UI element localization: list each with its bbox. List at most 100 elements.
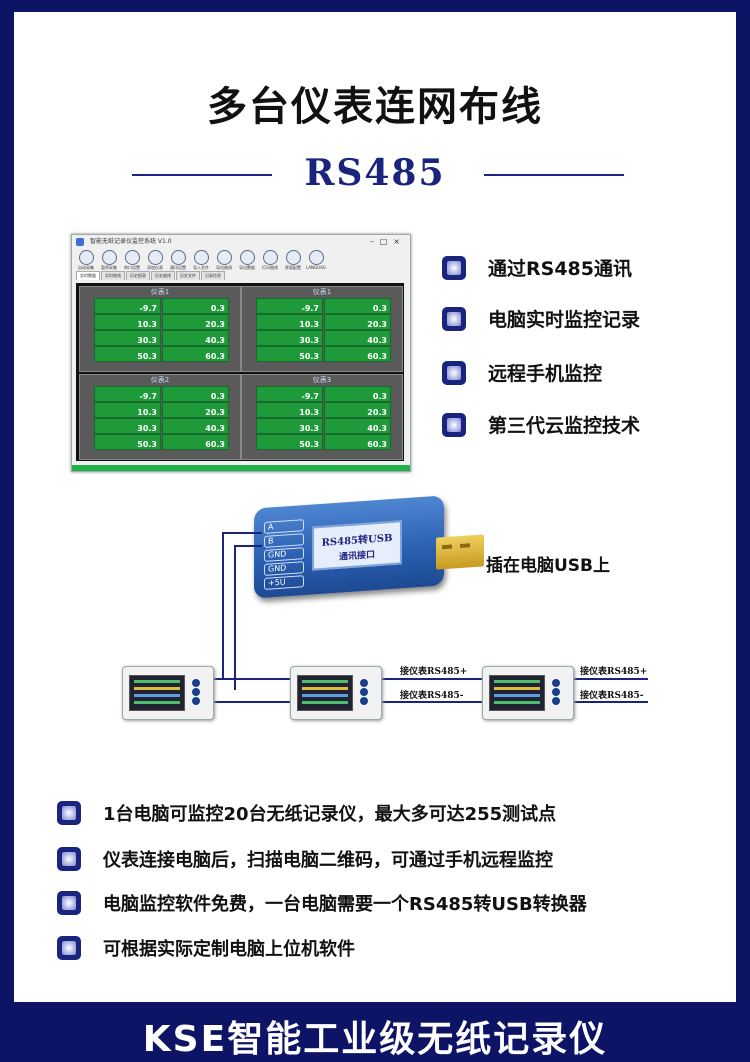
toolbar-button[interactable]: 导出数据 (237, 249, 257, 271)
software-tab[interactable]: 历史报表 (126, 271, 150, 280)
rs485-plus-label: 接仪表RS485+ (400, 667, 468, 677)
toolbar-label: 导出曲线 (216, 265, 232, 270)
converter-label-plate: RS485转USB 通讯接口 (312, 520, 402, 571)
bus-line-plus (208, 678, 648, 680)
channel-cell: 50.3 (94, 346, 161, 362)
channel-cell: 30.3 (94, 418, 161, 434)
toolbar-button[interactable]: 打印曲线 (260, 249, 280, 271)
meter-panel-title: 仪表1 (312, 288, 332, 296)
toolbar-button[interactable]: 自动采集 (76, 249, 96, 271)
channel-value: 30.3 (299, 424, 319, 433)
wire-b-vertical (234, 545, 236, 690)
toolbar-button[interactable]: 串口设置 (122, 249, 142, 271)
bullet-icon (57, 891, 81, 915)
bullet-icon (57, 801, 81, 825)
channel-value: 0.3 (372, 304, 387, 313)
terminal-pin: B (264, 533, 304, 548)
bullet-icon (442, 306, 466, 331)
toolbar-button[interactable]: 添加仪表 (145, 249, 165, 271)
channel-cell: 40.3 (324, 330, 391, 346)
channel-cell: 0.3 (162, 298, 229, 314)
channel-cell: 10.3 (256, 402, 323, 418)
bus-line-minus (208, 701, 648, 703)
toolbar-button[interactable]: 暂停采集 (99, 249, 119, 271)
toolbar-button[interactable]: 通讯设置 (168, 249, 188, 271)
software-tab[interactable]: 历史曲线 (151, 271, 175, 280)
toolbar-icon (193, 250, 209, 265)
note-text: 可根据实际定制电脑上位机软件 (103, 939, 355, 960)
terminal-pin: GND (264, 547, 304, 562)
recorder-meter-1 (122, 666, 214, 720)
footer-banner: KSE智能工业级无纸记录仪 (142, 1019, 608, 1060)
rs485-minus-label: 接仪表RS485- (580, 691, 644, 701)
toolbar-label: 添加仪表 (147, 265, 163, 270)
toolbar-button[interactable]: 导出曲线 (214, 249, 234, 271)
software-tab[interactable]: 实时数据 (76, 271, 100, 280)
feature-item-1: 通过RS485通讯 (442, 254, 632, 281)
bullet-icon (57, 936, 81, 960)
channel-value: 40.3 (205, 424, 225, 433)
channel-value: -9.7 (139, 392, 158, 401)
status-bar (72, 465, 410, 471)
channel-cell: 0.3 (324, 298, 391, 314)
terminal-pin: GND (264, 561, 304, 576)
channel-value: 20.3 (205, 320, 225, 329)
software-title-bar: 智能无纸记录仪监控系统 V1.0 –□× (72, 235, 410, 249)
toolbar-label: 打印曲线 (262, 265, 278, 270)
meter-panel-title: 仪表1 (150, 288, 170, 296)
toolbar-label: LANGUAGE (306, 265, 326, 270)
channel-cell: 60.3 (162, 434, 229, 450)
feature-item-4: 第三代云监控技术 (442, 411, 640, 438)
monitor-software-window: 智能无纸记录仪监控系统 V1.0 –□× 自动采集暂停采集串口设置添加仪表 通讯设… (71, 234, 411, 472)
meter-panel-title: 仪表3 (312, 376, 332, 384)
software-tab[interactable]: 历史文件 (176, 271, 200, 280)
channel-value: 20.3 (205, 408, 225, 417)
rs485-minus-label: 接仪表RS485- (400, 691, 464, 701)
channel-value: 20.3 (367, 320, 387, 329)
page-title: 多台仪表连网布线 (207, 84, 543, 130)
note-item-4: 可根据实际定制电脑上位机软件 (57, 935, 355, 961)
software-tab[interactable]: 实时曲线 (101, 271, 125, 280)
channel-cell: -9.7 (256, 386, 323, 402)
toolbar-button[interactable]: LANGUAGE (306, 249, 326, 270)
note-text: 仪表连接电脑后，扫描电脑二维码，可通过手机远程监控 (103, 850, 553, 871)
channel-cell: 50.3 (256, 346, 323, 362)
channel-cell: -9.7 (94, 298, 161, 314)
channel-cell: 10.3 (94, 314, 161, 330)
channel-value: 10.3 (299, 408, 319, 417)
software-tab[interactable]: 记录信息 (201, 271, 225, 280)
toolbar-button[interactable]: 界面配置 (283, 249, 303, 271)
channel-value: 0.3 (372, 392, 387, 401)
toolbar-icon (285, 250, 301, 265)
window-controls[interactable]: –□× (369, 237, 406, 246)
channel-cell: 30.3 (94, 330, 161, 346)
wire-a-vertical (222, 532, 224, 678)
meter-screen (129, 675, 185, 711)
meter-screen (489, 675, 545, 711)
channel-value: 60.3 (205, 352, 225, 361)
usb-plug-icon (436, 534, 484, 570)
toolbar-button[interactable]: 导入文件 (191, 249, 211, 271)
toolbar-label: 通讯设置 (170, 265, 186, 270)
toolbar-label: 导出数据 (239, 265, 255, 270)
page-subtitle: RS485 (304, 152, 446, 194)
channel-value: 50.3 (137, 440, 157, 449)
toolbar-icon (170, 250, 186, 265)
channel-cell: 10.3 (94, 402, 161, 418)
channel-cell: 60.3 (324, 434, 391, 450)
feature-item-3: 远程手机监控 (442, 359, 602, 386)
channel-cell: 20.3 (162, 314, 229, 330)
channel-value: 0.3 (210, 304, 225, 313)
channel-value: -9.7 (139, 304, 158, 313)
note-item-1: 1台电脑可监控20台无纸记录仪，最大多可达255测试点 (57, 800, 556, 826)
channel-value: 30.3 (299, 336, 319, 345)
note-text: 1台电脑可监控20台无纸记录仪，最大多可达255测试点 (103, 804, 557, 825)
channel-cell: 30.3 (256, 418, 323, 434)
channel-value: 30.3 (137, 336, 157, 345)
channel-cell: -9.7 (256, 298, 323, 314)
feature-text: 第三代云监控技术 (488, 415, 641, 437)
